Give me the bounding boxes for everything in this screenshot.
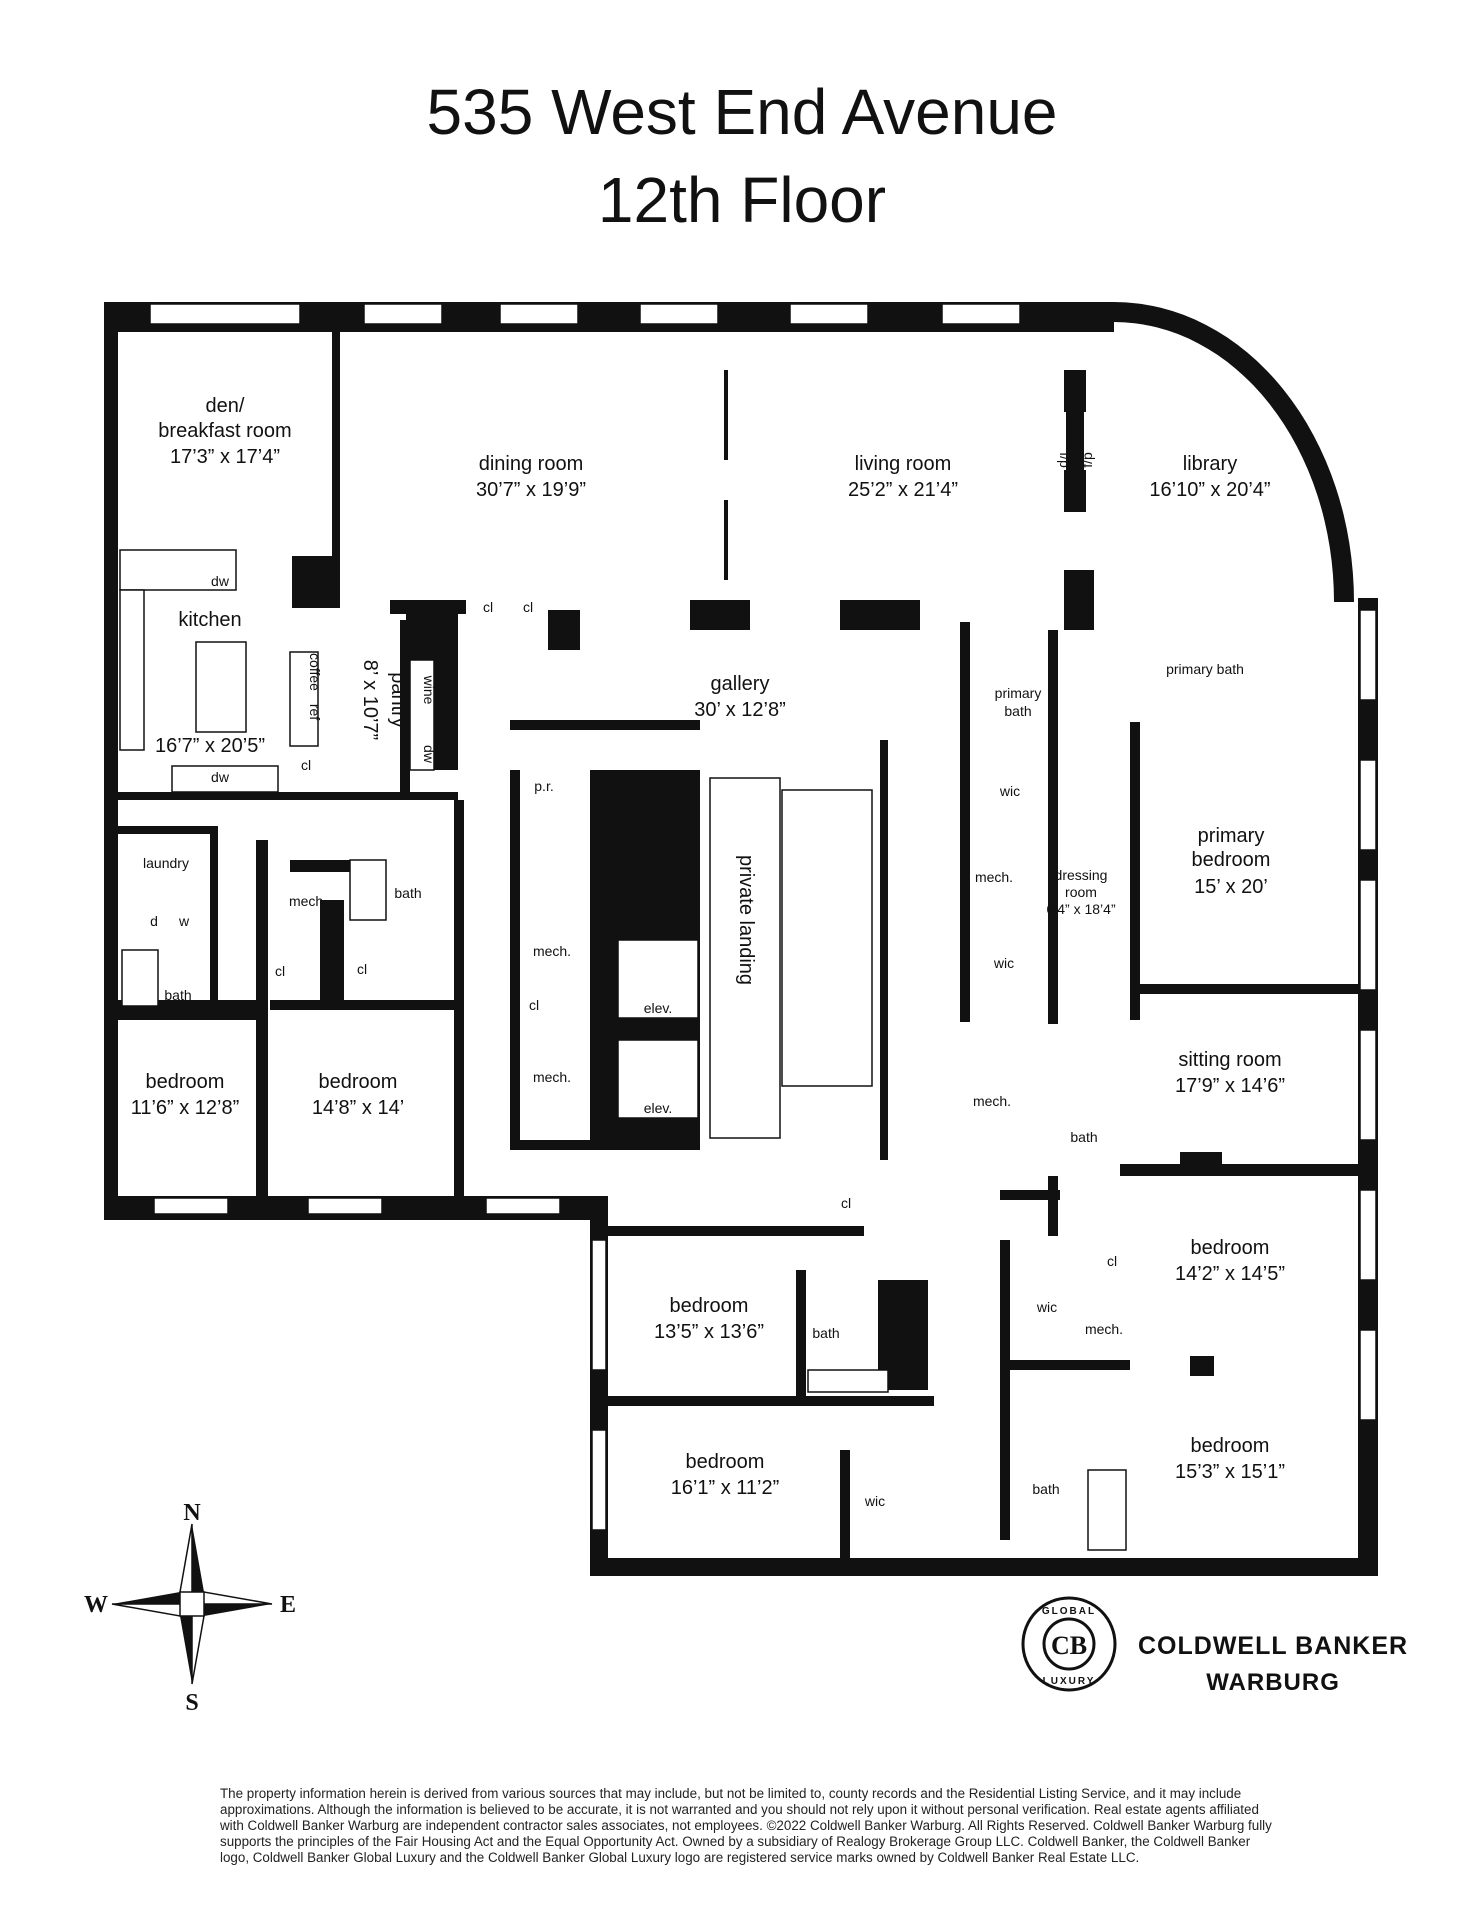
- gallery-dims: 30’ x 12’8”: [694, 699, 786, 721]
- cl-label: cl: [523, 599, 533, 615]
- compass-s: S: [185, 1690, 198, 1716]
- bedroom-s1-name: bedroom: [670, 1295, 749, 1317]
- compass-rose: N S E W: [84, 1500, 296, 1716]
- bath-label: bath: [1070, 1129, 1097, 1145]
- dressing-name-1: dressing: [1055, 867, 1108, 883]
- primary-bath-b-name: primary bath: [1166, 661, 1244, 677]
- w-label: w: [178, 913, 190, 929]
- mech-label: mech.: [1085, 1321, 1123, 1337]
- fireplace-label: f/p: [1057, 452, 1073, 468]
- bedroom-s2-name: bedroom: [686, 1451, 765, 1473]
- cl-label: cl: [275, 963, 285, 979]
- living-dims: 25’2” x 21’4”: [848, 479, 958, 501]
- living-name: living room: [855, 453, 952, 475]
- bedroom-e2-name: bedroom: [1191, 1435, 1270, 1457]
- bath-label: bath: [394, 885, 421, 901]
- den-name-2: breakfast room: [158, 420, 291, 442]
- kitchen-name: kitchen: [178, 609, 241, 631]
- interior-walls: [118, 332, 1360, 1560]
- room-labels: den/ breakfast room 17’3” x 17’4” dining…: [131, 395, 1285, 1499]
- bedroom-w2-dims: 14’8” x 14’: [312, 1097, 404, 1119]
- elev-label: elev.: [644, 1000, 673, 1016]
- dressing-name-2: room: [1065, 884, 1097, 900]
- den-dims: 17’3” x 17’4”: [170, 446, 280, 468]
- dw-label: dw: [421, 745, 437, 764]
- den-name-1: den/: [206, 395, 245, 417]
- bath-label: bath: [164, 987, 191, 1003]
- primary-bath-a-name-1: primary: [995, 685, 1042, 701]
- cl-label: cl: [483, 599, 493, 615]
- bedroom-e1-dims: 14’2” x 14’5”: [1175, 1263, 1285, 1285]
- brand-line-2: WARBURG: [1206, 1669, 1340, 1696]
- bath-label: bath: [812, 1325, 839, 1341]
- wic-label: wic: [993, 955, 1014, 971]
- cl-label: cl: [529, 997, 539, 1013]
- primary-bedroom-dims: 15’ x 20’: [1194, 876, 1268, 898]
- compass-w: W: [84, 1592, 108, 1618]
- wic-label: wic: [999, 783, 1020, 799]
- mech-label: mech.: [289, 893, 327, 909]
- dining-name: dining room: [479, 453, 584, 475]
- coffee-label: coffee: [307, 653, 323, 691]
- disclaimer-text: The property information herein is deriv…: [220, 1786, 1272, 1865]
- primary-bedroom-name-1: primary: [1198, 825, 1265, 847]
- d-label: d: [150, 913, 158, 929]
- brand-seal-logo: CB GLOBAL LUXURY: [1021, 1596, 1117, 1692]
- fireplace-label: f/p: [1079, 452, 1095, 468]
- bedroom-w2-name: bedroom: [319, 1071, 398, 1093]
- wic-label: wic: [1036, 1299, 1057, 1315]
- bedroom-e2-dims: 15’3” x 15’1”: [1175, 1461, 1285, 1483]
- pr-label: p.r.: [534, 778, 553, 794]
- library-dims: 16’10” x 20’4”: [1149, 479, 1270, 501]
- bedroom-s1-dims: 13’5” x 13’6”: [654, 1321, 764, 1343]
- cl-label: cl: [899, 1343, 909, 1359]
- brand-wordmark: COLDWELL BANKER WARBURG: [1138, 1632, 1408, 1697]
- mech-label: mech.: [533, 1069, 571, 1085]
- cl-label: cl: [841, 1195, 851, 1211]
- compass-e: E: [280, 1592, 296, 1618]
- gallery-name: gallery: [711, 673, 770, 695]
- wine-label: wine: [421, 675, 437, 705]
- seal-bottom: LUXURY: [1043, 1676, 1096, 1687]
- plan-subtitle: 12th Floor: [597, 164, 887, 236]
- bedroom-e1-name: bedroom: [1191, 1237, 1270, 1259]
- fixture-labels: dw dw coffee ref wine dw cl cl cl p.r. m…: [150, 452, 1123, 1509]
- plan-title: 535 West End Avenue: [426, 76, 1058, 148]
- bedroom-s2-dims: 16’1” x 11’2”: [671, 1477, 780, 1499]
- compass-n: N: [183, 1500, 201, 1526]
- primary-bedroom-name-2: bedroom: [1192, 849, 1271, 871]
- mech-label: mech.: [975, 869, 1013, 885]
- ref-label: ref: [307, 704, 323, 720]
- elev-label: elev.: [644, 1100, 673, 1116]
- pantry-dims: 8’ x 10’7”: [359, 660, 381, 740]
- seal-top: GLOBAL: [1042, 1606, 1096, 1617]
- laundry-name: laundry: [143, 855, 189, 871]
- cl-label: cl: [301, 757, 311, 773]
- cl-label: cl: [357, 961, 367, 977]
- bath-label: bath: [1032, 1481, 1059, 1497]
- primary-bath-a-name-2: bath: [1004, 703, 1031, 719]
- pantry-name: pantry: [387, 672, 409, 728]
- dressing-dims: 6’4” x 18’4”: [1046, 901, 1116, 917]
- dw-label: dw: [211, 573, 230, 589]
- kitchen-dims: 16’7” x 20’5”: [155, 735, 265, 757]
- mech-label: mech.: [533, 943, 571, 959]
- dw-label: dw: [211, 769, 230, 785]
- windows: [149, 303, 1377, 1531]
- dining-dims: 30’7” x 19’9”: [476, 479, 586, 501]
- private-landing-name: private landing: [735, 855, 757, 985]
- mech-label: mech.: [973, 1093, 1011, 1109]
- wic-label: wic: [864, 1493, 885, 1509]
- cl-label: cl: [1107, 1253, 1117, 1269]
- library-name: library: [1183, 453, 1237, 475]
- seal-mark: CB: [1051, 1631, 1087, 1660]
- bedroom-w1-name: bedroom: [146, 1071, 225, 1093]
- sitting-name: sitting room: [1178, 1049, 1281, 1071]
- bedroom-w1-dims: 11’6” x 12’8”: [131, 1097, 240, 1119]
- sitting-dims: 17’9” x 14’6”: [1175, 1075, 1285, 1097]
- brand-line-1: COLDWELL BANKER: [1138, 1632, 1409, 1660]
